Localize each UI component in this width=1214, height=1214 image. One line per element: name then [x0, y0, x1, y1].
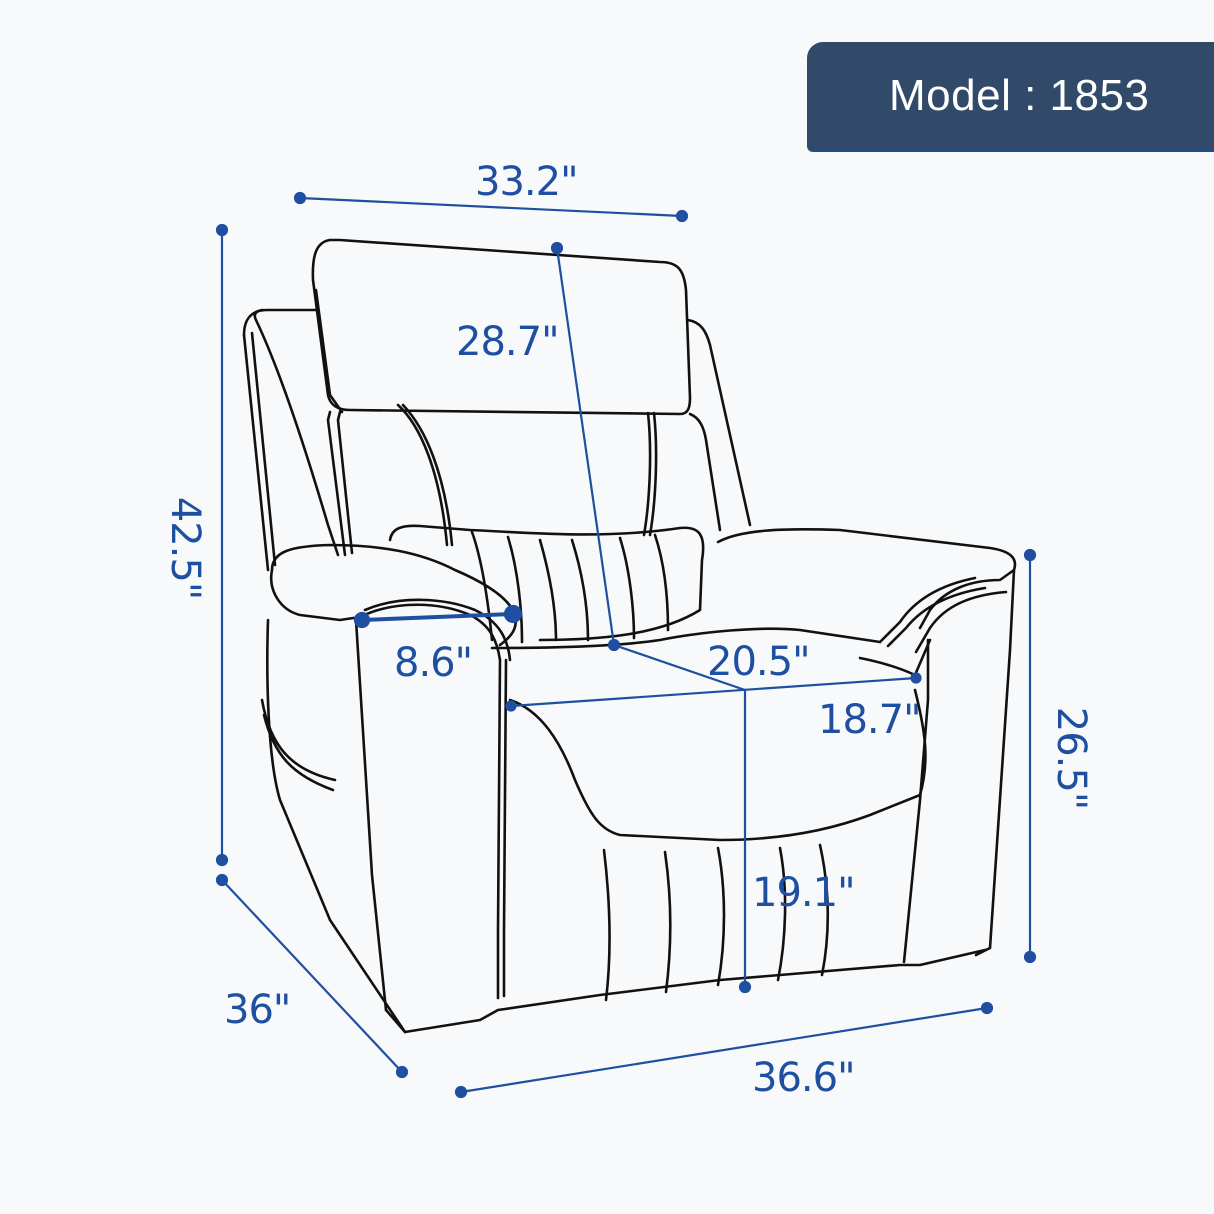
model-number: Model : 1853 — [889, 71, 1150, 120]
chair-outline — [242, 238, 1017, 1034]
headrest-width-label: 33.2" — [475, 159, 578, 205]
overall-depth-label: 36" — [224, 987, 291, 1033]
overall-height-label: 42.5" — [162, 496, 208, 600]
model-badge: Model : 1853 — [807, 42, 1214, 152]
seat-height-label: 19.1" — [752, 870, 855, 916]
backrest-height-label: 28.7" — [456, 319, 559, 365]
seat-depth-label: 20.5" — [707, 639, 810, 685]
overall-width-label: 36.6" — [752, 1055, 855, 1101]
arm-height-label: 26.5" — [1048, 706, 1094, 810]
dimension-lines — [215, 191, 1037, 1099]
seat-width-label: 18.7" — [818, 697, 921, 743]
arm-width-label: 8.6" — [394, 640, 473, 686]
